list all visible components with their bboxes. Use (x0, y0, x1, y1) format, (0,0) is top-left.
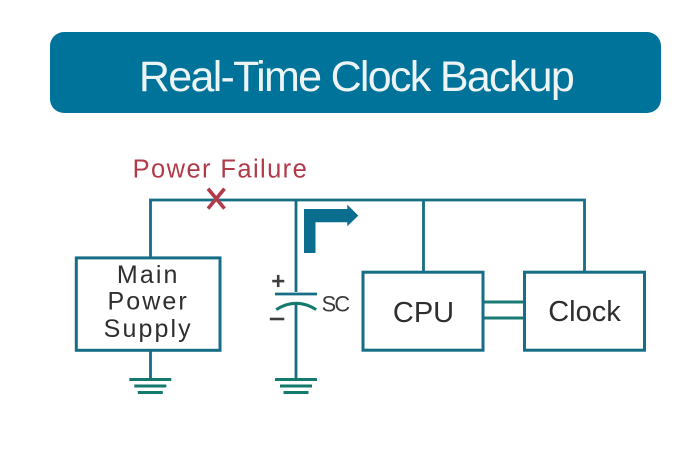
svg-text:Supply: Supply (104, 315, 193, 343)
svg-text:SC: SC (322, 292, 350, 317)
svg-text:CPU: CPU (393, 297, 454, 329)
svg-text:Main: Main (117, 261, 180, 289)
svg-text:Clock: Clock (548, 296, 621, 328)
svg-text:Real-Time Clock Backup: Real-Time Clock Backup (139, 53, 574, 101)
svg-text:Power Failure: Power Failure (133, 155, 309, 183)
svg-text:Power: Power (108, 287, 189, 315)
